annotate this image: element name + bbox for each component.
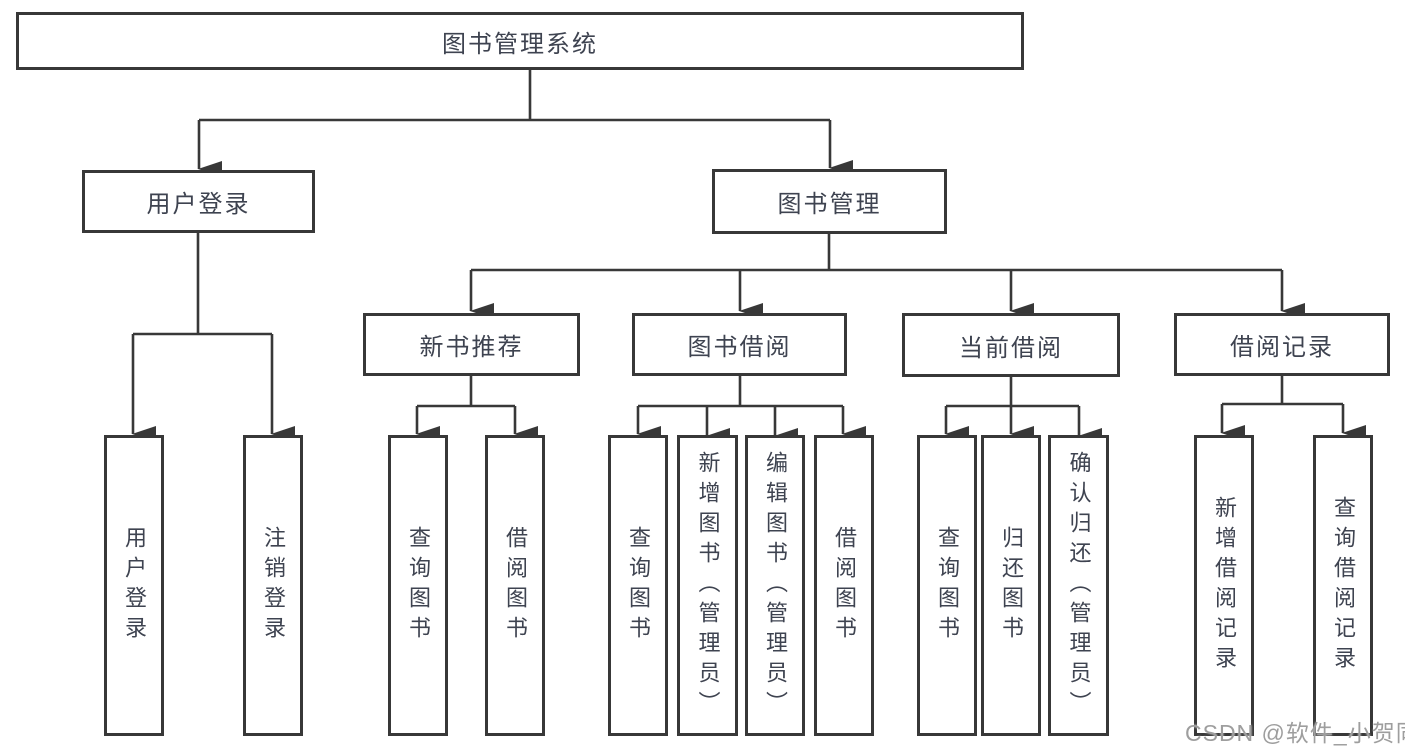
leaf-label: 查询图书 xyxy=(626,525,651,646)
node-label: 用户登录 xyxy=(146,191,251,218)
csdn-watermark: CSDN @软件_小贺同学 xyxy=(1185,720,1405,746)
node-label: 当前借阅 xyxy=(959,334,1063,362)
node-book-borrowing: 图书借阅 xyxy=(632,313,847,376)
node-library-management-system: 图书管理系统 xyxy=(16,12,1024,70)
leaf-label: 用户登录 xyxy=(122,525,147,646)
leaf-add-books-admin: 新增图书（管理员） xyxy=(677,435,738,736)
leaf-label: 借阅图书 xyxy=(832,525,857,646)
leaf-confirm-return-admin: 确认归还（管理员） xyxy=(1048,435,1109,736)
leaf-add-borrow-record: 新增借阅记录 xyxy=(1194,435,1254,736)
node-current-borrowing: 当前借阅 xyxy=(902,313,1120,377)
leaf-user-login: 用户登录 xyxy=(104,435,164,736)
leaf-logout: 注销登录 xyxy=(243,435,303,736)
leaf-label: 查询图书 xyxy=(935,525,960,646)
leaf-borrow-books: 借阅图书 xyxy=(485,435,545,736)
leaf-query-borrow-record: 查询借阅记录 xyxy=(1313,435,1373,736)
leaf-return-books: 归还图书 xyxy=(981,435,1041,736)
node-new-book-recommendation: 新书推荐 xyxy=(363,313,580,376)
leaf-borrow-books: 借阅图书 xyxy=(814,435,874,736)
node-label: 图书管理系统 xyxy=(442,30,598,58)
leaf-edit-books-admin: 编辑图书（管理员） xyxy=(745,435,805,736)
leaf-label: 借阅图书 xyxy=(503,525,528,646)
leaf-query-books: 查询图书 xyxy=(917,435,977,736)
leaf-label: 新增图书（管理员） xyxy=(695,450,721,721)
node-label: 图书借阅 xyxy=(687,334,792,361)
node-label: 图书管理 xyxy=(777,191,882,218)
node-book-management: 图书管理 xyxy=(712,169,947,234)
node-user-login: 用户登录 xyxy=(82,170,315,233)
leaf-label: 注销登录 xyxy=(261,525,286,646)
leaf-label: 查询图书 xyxy=(406,525,431,646)
node-label: 新书推荐 xyxy=(419,334,524,361)
leaf-query-books: 查询图书 xyxy=(608,435,668,736)
leaf-query-books: 查询图书 xyxy=(388,435,448,736)
leaf-label: 归还图书 xyxy=(999,525,1024,646)
leaf-label: 查询借阅记录 xyxy=(1331,495,1356,676)
leaf-label: 确认归还（管理员） xyxy=(1066,450,1092,721)
node-label: 借阅记录 xyxy=(1230,334,1334,361)
node-borrowing-records: 借阅记录 xyxy=(1174,313,1390,376)
leaf-label: 新增借阅记录 xyxy=(1212,495,1237,676)
leaf-label: 编辑图书（管理员） xyxy=(763,450,788,721)
